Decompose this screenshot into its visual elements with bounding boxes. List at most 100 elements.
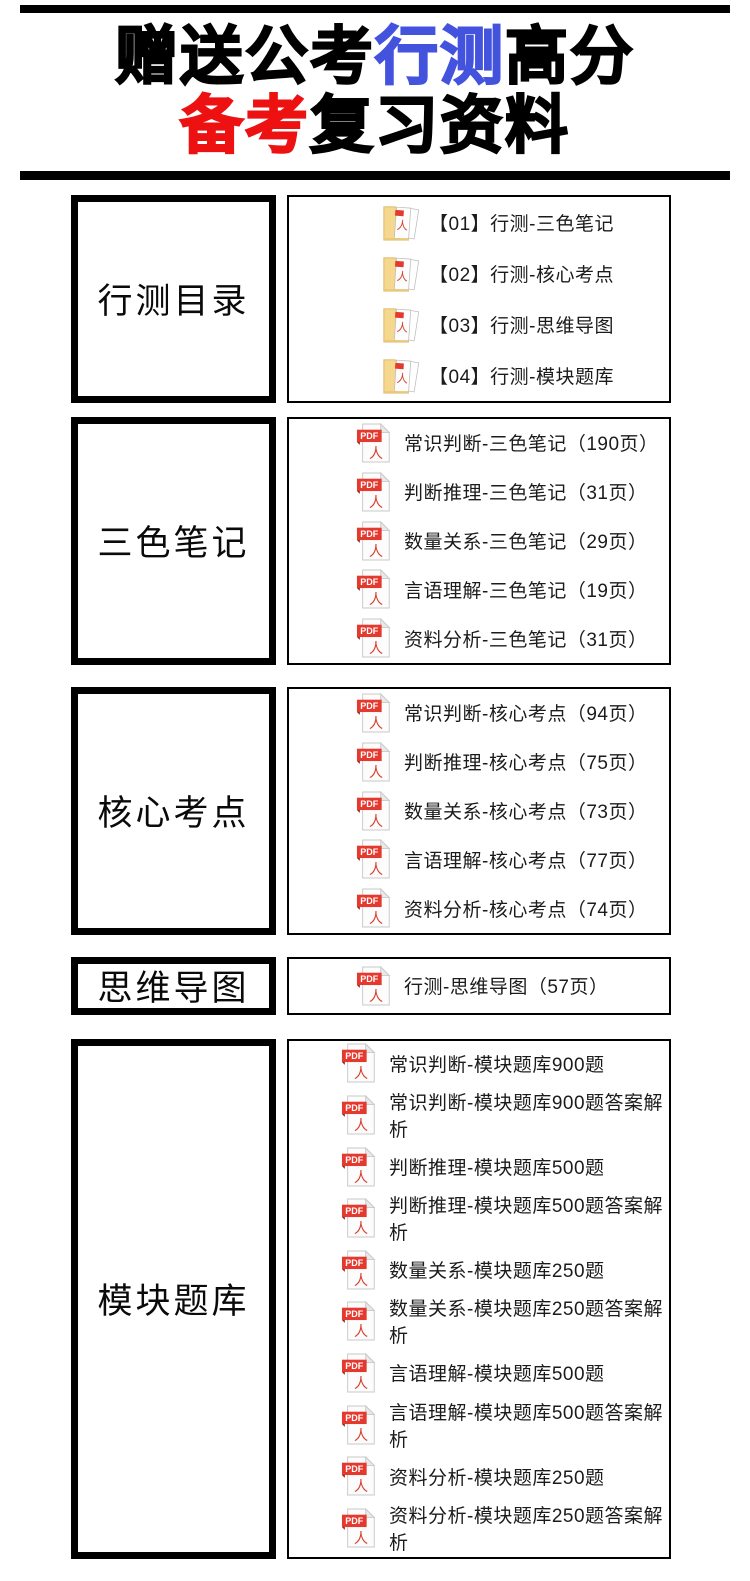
- svg-text:人: 人: [354, 1067, 368, 1083]
- pdf-file-icon: PDF 人: [356, 838, 394, 880]
- file-list-item: PDF 人 数量关系-核心考点（73页）: [356, 790, 669, 832]
- file-list-item: PDF 人 常识判断-三色笔记（190页）: [356, 422, 669, 464]
- file-name: 资料分析-模块题库250题: [389, 1467, 605, 1489]
- file-name: 数量关系-模块题库250题: [389, 1261, 605, 1283]
- pdf-folder-icon: 人: [381, 252, 419, 294]
- svg-text:人: 人: [354, 1221, 368, 1237]
- file-name: 行测-思维导图（57页）: [404, 977, 609, 999]
- svg-text:人: 人: [354, 1118, 368, 1134]
- file-name: 【02】行测-核心考点: [429, 264, 614, 286]
- svg-text:人: 人: [369, 593, 383, 609]
- svg-text:人: 人: [354, 1325, 368, 1341]
- title-segment: 备考: [179, 91, 310, 162]
- pdf-file-icon: PDF 人: [341, 1042, 379, 1084]
- svg-text:PDF: PDF: [360, 848, 379, 858]
- file-name: 判断推理-三色笔记（31页）: [404, 483, 648, 505]
- file-name: 资料分析-三色笔记（31页）: [404, 629, 648, 651]
- svg-text:人: 人: [396, 372, 408, 386]
- svg-text:人: 人: [369, 716, 383, 732]
- svg-text:PDF: PDF: [345, 1052, 364, 1062]
- file-list-item: PDF 人 判断推理-模块题库500题: [341, 1146, 669, 1188]
- svg-text:人: 人: [369, 544, 383, 560]
- pdf-folder-icon: 人: [381, 303, 419, 345]
- svg-text:人: 人: [354, 1531, 368, 1547]
- svg-text:PDF: PDF: [360, 974, 379, 984]
- svg-text:人: 人: [396, 270, 408, 284]
- pdf-file-icon: PDF 人: [341, 1146, 379, 1188]
- svg-text:人: 人: [369, 446, 383, 462]
- pdf-folder-icon: 人: [381, 354, 419, 396]
- file-list-item: PDF 人 常识判断-核心考点（94页）: [356, 692, 669, 734]
- file-list-item: PDF 人 判断推理-三色笔记（31页）: [356, 471, 669, 513]
- file-list-item: 人 【02】行测-核心考点: [381, 252, 669, 294]
- section-5: 模块题库 PDF 人 常识判断-模块题库900题 PDF: [71, 1038, 671, 1559]
- file-name: 言语理解-核心考点（77页）: [404, 850, 648, 872]
- file-list-item: PDF 人 言语理解-模块题库500题: [341, 1352, 669, 1394]
- file-name: 【01】行测-三色笔记: [429, 213, 614, 235]
- file-list-item: 人 【04】行测-模块题库: [381, 354, 669, 396]
- title-segment: 复习资料: [309, 91, 570, 162]
- pdf-file-icon: PDF 人: [356, 568, 394, 610]
- file-name: 常识判断-核心考点（94页）: [404, 704, 648, 726]
- svg-text:人: 人: [369, 863, 383, 879]
- file-name: 资料分析-模块题库250题答案解析: [389, 1505, 664, 1554]
- section-label: 模块题库: [97, 1282, 250, 1322]
- section-4: 思维导图 PDF 人 行测-思维导图（57页）: [71, 956, 671, 1015]
- svg-text:人: 人: [354, 1479, 368, 1495]
- file-list-box: PDF 人 常识判断-核心考点（94页） PDF 人 判断推理-核心考点（75页…: [287, 686, 671, 935]
- file-list-item: PDF 人 资料分析-核心考点（74页）: [356, 887, 669, 929]
- file-name: 常识判断-三色笔记（190页）: [404, 434, 659, 456]
- file-list-item: PDF 人 数量关系-三色笔记（29页）: [356, 520, 669, 562]
- svg-text:人: 人: [369, 989, 383, 1005]
- file-name: 判断推理-模块题库500题: [389, 1158, 605, 1180]
- pdf-file-icon: PDF 人: [341, 1404, 379, 1446]
- section-label: 行测目录: [97, 282, 250, 322]
- svg-text:PDF: PDF: [360, 578, 379, 588]
- svg-text:人: 人: [354, 1376, 368, 1392]
- title-segment: 行测: [374, 21, 505, 92]
- pdf-file-icon: PDF 人: [356, 741, 394, 783]
- svg-text:PDF: PDF: [360, 799, 379, 809]
- file-name: 【03】行测-思维导图: [429, 315, 614, 337]
- title-segment: 高分: [504, 21, 635, 92]
- file-list-item: PDF 人 常识判断-模块题库900题答案解析: [341, 1088, 669, 1142]
- section-label-box: 行测目录: [71, 194, 276, 403]
- svg-text:人: 人: [354, 1428, 368, 1444]
- file-name: 数量关系-三色笔记（29页）: [404, 532, 648, 554]
- svg-text:PDF: PDF: [345, 1413, 364, 1423]
- svg-text:人: 人: [396, 321, 408, 335]
- svg-text:PDF: PDF: [360, 529, 379, 539]
- file-list-item: PDF 人 资料分析-模块题库250题答案解析: [341, 1501, 669, 1555]
- file-name: 言语理解-模块题库500题: [389, 1364, 605, 1386]
- page-title: 赠送公考行测高分 备考复习资料: [0, 21, 750, 162]
- file-list-item: PDF 人 行测-思维导图（57页）: [356, 965, 669, 1007]
- middle-divider-bar: [20, 170, 730, 180]
- sections: 行测目录 人 【01】行测-三色笔记: [71, 194, 671, 1577]
- section-label: 三色笔记: [97, 524, 250, 564]
- title-line-2: 备考复习资料: [0, 91, 750, 162]
- section-label: 思维导图: [97, 969, 250, 1009]
- file-list-item: PDF 人 数量关系-模块题库250题答案解析: [341, 1294, 669, 1348]
- file-name: 【04】行测-模块题库: [429, 366, 614, 388]
- svg-text:PDF: PDF: [345, 1464, 364, 1474]
- pdf-file-icon: PDF 人: [341, 1455, 379, 1497]
- file-list-item: PDF 人 言语理解-三色笔记（19页）: [356, 568, 669, 610]
- svg-text:PDF: PDF: [345, 1258, 364, 1268]
- file-list-item: PDF 人 资料分析-三色笔记（31页）: [356, 617, 669, 659]
- section-label-box: 三色笔记: [71, 416, 276, 665]
- file-name: 言语理解-三色笔记（19页）: [404, 580, 648, 602]
- section-1: 行测目录 人 【01】行测-三色笔记: [71, 194, 671, 403]
- svg-text:PDF: PDF: [360, 480, 379, 490]
- file-list-item: PDF 人 判断推理-模块题库500题答案解析: [341, 1191, 669, 1245]
- file-name: 常识判断-模块题库900题: [389, 1054, 605, 1076]
- svg-text:人: 人: [369, 765, 383, 781]
- title-segment: 赠送公考: [114, 21, 375, 92]
- svg-text:人: 人: [354, 1170, 368, 1186]
- pdf-file-icon: PDF 人: [341, 1249, 379, 1291]
- file-name: 判断推理-核心考点（75页）: [404, 753, 648, 775]
- section-3: 核心考点 PDF 人 常识判断-核心考点（94页） PDF: [71, 686, 671, 935]
- svg-text:PDF: PDF: [360, 896, 379, 906]
- svg-text:人: 人: [369, 641, 383, 657]
- file-list-box: PDF 人 常识判断-模块题库900题 PDF 人 常识判断-模块题库900题答…: [287, 1038, 671, 1559]
- file-list-item: PDF 人 言语理解-核心考点（77页）: [356, 838, 669, 880]
